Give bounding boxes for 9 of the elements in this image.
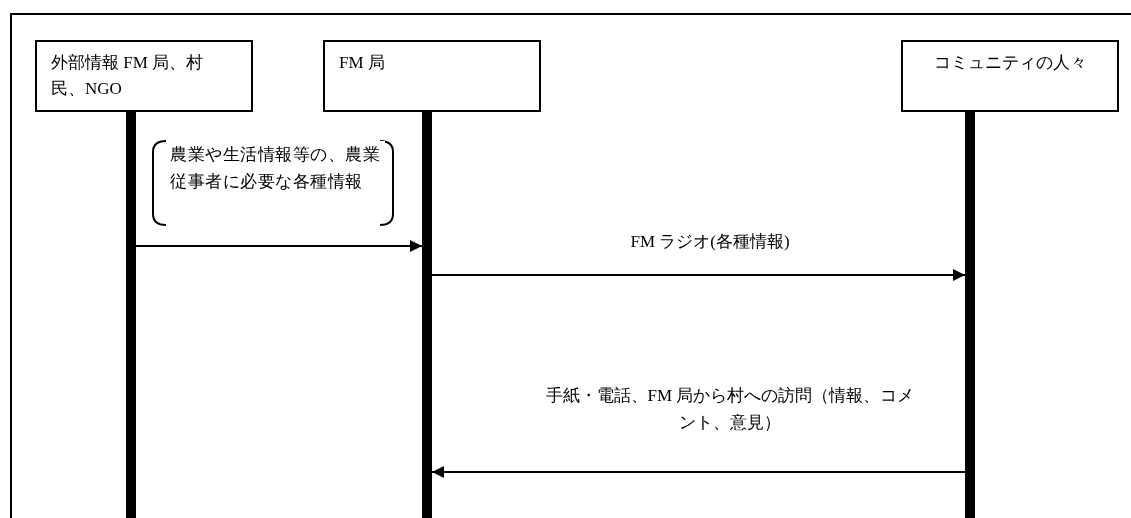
participant-box: 外部情報 FM 局、村民、NGO: [35, 40, 253, 112]
participant-box: FM 局: [323, 40, 541, 112]
lifeline-bar: [126, 111, 136, 518]
arrow: [431, 269, 966, 281]
arrow: [431, 466, 966, 478]
participant-box: コミュニティの人々: [901, 40, 1119, 112]
lifeline-bar: [965, 111, 975, 518]
arrow: [135, 240, 423, 252]
lifeline-bar: [422, 111, 432, 518]
